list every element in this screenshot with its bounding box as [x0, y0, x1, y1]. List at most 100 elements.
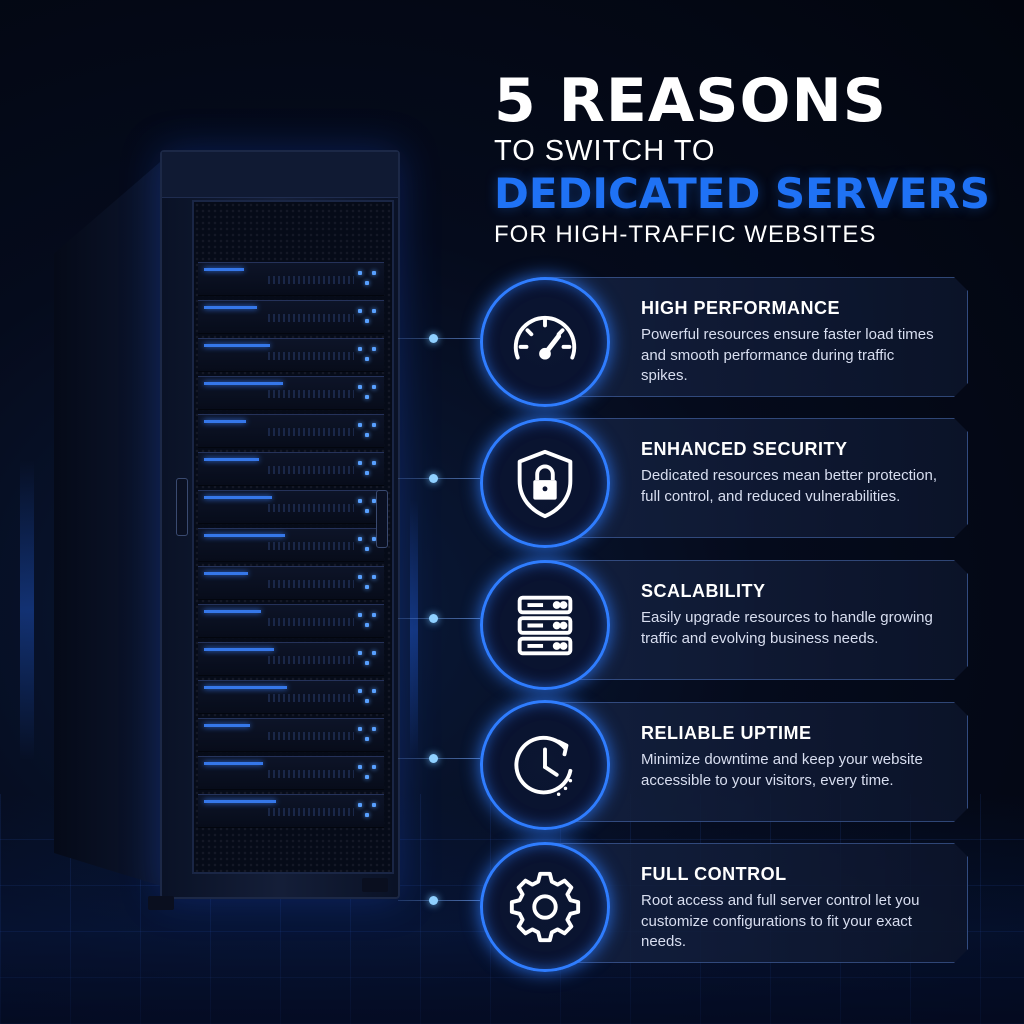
server-led-dot [365, 471, 369, 475]
server-led-dot [358, 461, 362, 465]
server-led-dot [365, 281, 369, 285]
reason-card-uptime: RELIABLE UPTIME Minimize downtime and ke… [540, 702, 968, 822]
server-led-dot [365, 395, 369, 399]
server-led-dot [365, 699, 369, 703]
reason-card-control: FULL CONTROL Root access and full server… [540, 843, 968, 963]
server-vent [268, 428, 354, 436]
server-vent [268, 770, 354, 778]
connector-line [398, 474, 480, 483]
reason-card-security: ENHANCED SECURITY Dedicated resources me… [540, 418, 968, 538]
reason-description: Dedicated resources mean better protecti… [641, 467, 937, 505]
background-light-pillar [410, 500, 418, 760]
server-led-bar [204, 420, 246, 423]
server-led-dot [372, 423, 376, 427]
server-led-bar [204, 686, 287, 689]
reason-title: RELIABLE UPTIME [641, 723, 812, 743]
server-led-dot [365, 433, 369, 437]
server-led-bar [204, 762, 263, 765]
server-unit [198, 604, 384, 638]
reason-description: Easily upgrade resources to handle growi… [641, 609, 933, 647]
server-led-dot [372, 803, 376, 807]
server-vent [268, 694, 354, 702]
server-led-bar [204, 800, 276, 803]
server-led-dot [358, 651, 362, 655]
server-led-dot [358, 347, 362, 351]
reason-card-scalability: SCALABILITY Easily upgrade resources to … [540, 560, 968, 680]
reason-icon-badge [480, 560, 610, 690]
server-led-dot [358, 309, 362, 313]
server-unit [198, 566, 384, 600]
server-unit [198, 452, 384, 486]
server-led-bar [204, 610, 261, 613]
server-led-dot [358, 689, 362, 693]
reason-title: ENHANCED SECURITY [641, 439, 848, 459]
server-led-bar [204, 534, 285, 537]
server-led-bar [204, 344, 270, 347]
background-light-pillar [20, 460, 34, 760]
server-led-bar [204, 268, 244, 271]
headline-accent: DEDICATED SERVERS [494, 169, 991, 218]
server-unit [198, 262, 384, 296]
server-led-dot [358, 575, 362, 579]
headline: 5 REASONS TO SWITCH TO DEDICATED SERVERS… [494, 68, 990, 250]
rack-handle [376, 490, 388, 548]
server-led-dot [358, 727, 362, 731]
server-led-dot [365, 775, 369, 779]
server-led-dot [365, 319, 369, 323]
server-led-dot [365, 737, 369, 741]
server-led-bar [204, 382, 283, 385]
connector-line [398, 896, 480, 905]
rack-foot [148, 896, 174, 910]
reason-title: FULL CONTROL [641, 864, 787, 884]
server-led-dot [372, 651, 376, 655]
gear-icon [509, 871, 581, 943]
server-unit [198, 642, 384, 676]
reason-description: Root access and full server control let … [641, 892, 920, 950]
connector-line [398, 754, 480, 763]
server-led-dot [372, 347, 376, 351]
reason-icon-badge [480, 842, 610, 972]
server-unit [198, 528, 384, 562]
server-led-dot [358, 423, 362, 427]
server-led-bar [204, 458, 259, 461]
server-vent [268, 732, 354, 740]
server-led-dot [358, 499, 362, 503]
server-led-dot [358, 613, 362, 617]
reason-title: HIGH PERFORMANCE [641, 298, 841, 318]
server-unit [198, 680, 384, 714]
server-unit [198, 376, 384, 410]
server-led-dot [358, 537, 362, 541]
speedometer-icon [513, 315, 577, 360]
rack-door [192, 200, 394, 874]
connector-dot [429, 614, 438, 623]
server-vent [268, 314, 354, 322]
reason-description: Minimize downtime and keep your website … [641, 751, 923, 789]
reason-icon-badge [480, 418, 610, 548]
server-vent [268, 352, 354, 360]
server-vent [268, 542, 354, 550]
connector-line [398, 334, 480, 343]
rack-foot [362, 878, 388, 892]
headline-tagline: FOR HIGH-TRAFFIC WEBSITES [494, 221, 877, 248]
server-led-dot [365, 509, 369, 513]
server-unit [198, 300, 384, 334]
reason-card-performance: HIGH PERFORMANCE Powerful resources ensu… [540, 277, 968, 397]
server-vent [268, 656, 354, 664]
reason-description: Powerful resources ensure faster load ti… [641, 326, 934, 384]
server-led-dot [372, 461, 376, 465]
server-led-dot [365, 357, 369, 361]
rack-cabinet [160, 150, 400, 899]
reason-title: SCALABILITY [641, 581, 766, 601]
server-led-dot [372, 689, 376, 693]
server-led-dot [365, 623, 369, 627]
server-led-dot [372, 309, 376, 313]
headline-sub: TO SWITCH TO [494, 135, 716, 167]
server-led-dot [372, 613, 376, 617]
server-led-bar [204, 496, 272, 499]
server-led-dot [358, 765, 362, 769]
server-led-dot [358, 803, 362, 807]
connector-line [398, 614, 480, 623]
connector-dot [429, 754, 438, 763]
server-led-bar [204, 648, 274, 651]
server-vent [268, 504, 354, 512]
